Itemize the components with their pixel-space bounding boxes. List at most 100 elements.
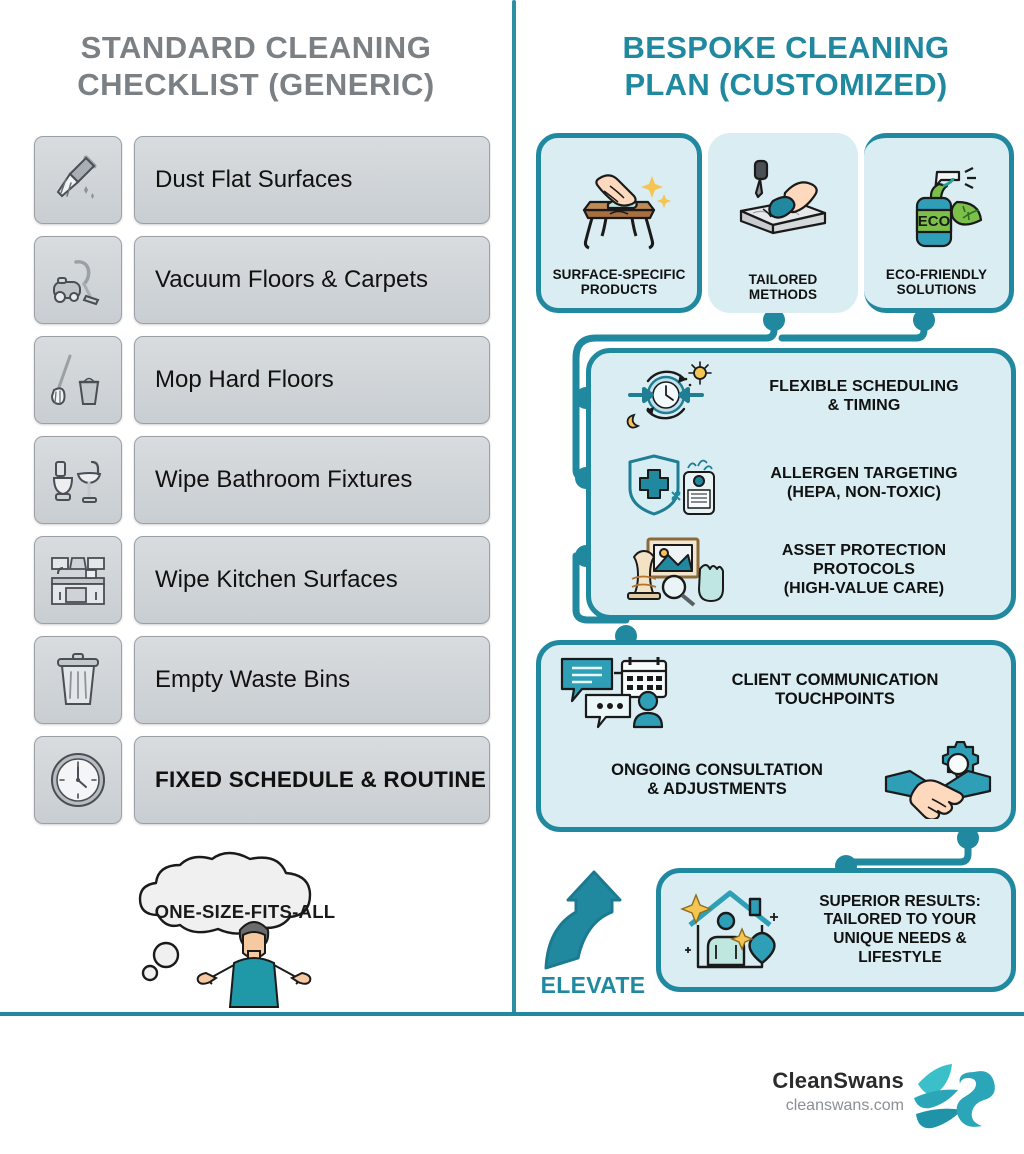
- feature-line2: & TIMING: [827, 396, 901, 414]
- panel-plan-features: FLEXIBLE SCHEDULING & TIMING: [586, 348, 1016, 620]
- curved-up-arrow-icon: [544, 870, 622, 970]
- panel-client-engagement: CLIENT COMMUNICATION TOUCHPOINTS ONGOING…: [536, 640, 1016, 832]
- shield-air-purifier-icon: [615, 446, 727, 522]
- right-column: BESPOKE CLEANING PLAN (CUSTOMIZED): [516, 0, 1024, 1012]
- client-line2: & ADJUSTMENTS: [647, 780, 787, 798]
- mop-bucket-icon: [34, 336, 122, 424]
- swan-logo-icon: [910, 1060, 1002, 1143]
- feature-row-flexible-scheduling[interactable]: FLEXIBLE SCHEDULING & TIMING: [591, 353, 1011, 440]
- one-size-fits-all-illustration: ONE-SIZE-FITS-ALL: [110, 845, 430, 1010]
- card-eco-friendly-solutions[interactable]: ECO ECO-FRIENDLY SOLUTIONS: [864, 133, 1014, 313]
- client-line2: TOUCHPOINTS: [775, 690, 895, 708]
- client-text: ONGOING CONSULTATION & ADJUSTMENTS: [555, 761, 879, 800]
- wall-clock-icon: [34, 736, 122, 824]
- card-caption-line2: SOLUTIONS: [896, 282, 977, 298]
- checklist-item-label: Vacuum Floors & Carpets: [155, 266, 428, 293]
- checklist-item-label: Empty Waste Bins: [155, 666, 351, 693]
- checklist-item-label: Mop Hard Floors: [155, 366, 334, 393]
- feature-row-allergen-targeting[interactable]: ALLERGEN TARGETING (HEPA, NON-TOXIC): [591, 440, 1011, 527]
- top-cards-row: SURFACE-SPECIFIC PRODUCTS: [536, 133, 1020, 313]
- vase-frame-magnifier-glove-icon: [615, 533, 727, 609]
- vacuum-icon: [34, 236, 122, 324]
- shrugging-person-icon: [196, 921, 312, 1008]
- card-caption-line1: SURFACE-SPECIFIC: [552, 266, 686, 282]
- checklist-item-label: FIXED SCHEDULE & ROUTINE: [155, 767, 487, 792]
- toilet-sink-icon: [34, 436, 122, 524]
- broom-icon: [34, 136, 122, 224]
- kitchen-counter-icon: [34, 536, 122, 624]
- final-card-text: SUPERIOR RESULTS: TAILORED TO YOUR UNIQU…: [799, 893, 1001, 967]
- card-caption-line1: TAILORED: [748, 271, 818, 287]
- panel-superior-results[interactable]: SUPERIOR RESULTS: TAILORED TO YOUR UNIQU…: [656, 868, 1016, 992]
- client-line1: ONGOING CONSULTATION: [611, 760, 823, 779]
- horizontal-divider: [0, 1012, 1024, 1016]
- checklist-row: FIXED SCHEDULE & ROUTINE: [34, 736, 490, 824]
- brand-block: CleanSwans cleanswans.com: [772, 1068, 904, 1115]
- card-caption: ECO-FRIENDLY SOLUTIONS: [868, 267, 1005, 298]
- right-title-line1: BESPOKE CLEANING: [622, 30, 950, 65]
- feature-line1: ALLERGEN TARGETING: [770, 464, 958, 482]
- checklist-row: Mop Hard Floors: [34, 336, 490, 424]
- client-line1: CLIENT COMMUNICATION: [731, 670, 939, 689]
- handshake-gear-icon: [879, 741, 997, 819]
- checklist-item-label: Dust Flat Surfaces: [155, 166, 353, 193]
- card-caption-line1: ECO-FRIENDLY: [885, 266, 988, 282]
- right-title-line2: PLAN (CUSTOMIZED): [624, 66, 948, 102]
- feature-line1: FLEXIBLE SCHEDULING: [769, 377, 959, 395]
- footer: CleanSwans cleanswans.com: [0, 1016, 1024, 1154]
- checklist-label-box: Wipe Kitchen Surfaces: [134, 536, 490, 624]
- client-row-communication[interactable]: CLIENT COMMUNICATION TOUCHPOINTS: [541, 645, 1011, 735]
- hand-wiping-table-icon: [560, 158, 678, 263]
- feature-line1: ASSET PROTECTION: [781, 542, 947, 560]
- client-text: CLIENT COMMUNICATION TOUCHPOINTS: [673, 671, 997, 710]
- checklist-row: Vacuum Floors & Carpets: [34, 236, 490, 324]
- final-line3: UNIQUE NEEDS &: [833, 930, 967, 947]
- checklist-item-label: Wipe Bathroom Fixtures: [155, 466, 413, 493]
- clock-sun-moon-arrows-icon: [615, 359, 727, 435]
- client-row-consultation[interactable]: ONGOING CONSULTATION & ADJUSTMENTS: [541, 735, 1011, 825]
- chat-calendar-person-icon: [555, 651, 673, 729]
- brand-url: cleanswans.com: [785, 1097, 904, 1114]
- checklist-label-box: Wipe Bathroom Fixtures: [134, 436, 490, 524]
- trash-bin-icon: [34, 636, 122, 724]
- final-line2: TAILORED TO YOUR: [823, 911, 977, 929]
- final-line1: SUPERIOR RESULTS:: [819, 892, 981, 910]
- checklist-row: Dust Flat Surfaces: [34, 136, 490, 224]
- card-surface-specific-products[interactable]: SURFACE-SPECIFIC PRODUCTS: [536, 133, 702, 313]
- final-line4: LIFESTYLE: [858, 948, 942, 966]
- checklist-row: Empty Waste Bins: [34, 636, 490, 724]
- left-title-line2: CHECKLIST (GENERIC): [77, 66, 435, 102]
- sparkling-home-heart-icon: [671, 881, 799, 979]
- thought-cloud-icon: [138, 851, 312, 935]
- eco-badge-text: ECO: [917, 213, 950, 230]
- checklist-label-box: Empty Waste Bins: [134, 636, 490, 724]
- standard-checklist: Dust Flat Surfaces: [34, 136, 490, 836]
- left-column: STANDARD CLEANING CHECKLIST (GENERIC): [0, 0, 512, 1012]
- elevate-indicator: ELEVATE: [528, 862, 648, 1002]
- feature-text: ASSET PROTECTION PROTOCOLS (HIGH-VALUE C…: [727, 542, 1001, 599]
- vertical-divider: [512, 0, 516, 1014]
- checklist-row: Wipe Bathroom Fixtures: [34, 436, 490, 524]
- left-title-line1: STANDARD CLEANING: [80, 30, 432, 65]
- feature-row-asset-protection[interactable]: ASSET PROTECTION PROTOCOLS (HIGH-VALUE C…: [591, 527, 1011, 614]
- brand-name: CleanSwans: [772, 1068, 904, 1093]
- card-tailored-methods[interactable]: TAILORED METHODS: [708, 133, 858, 313]
- feature-line3: (HIGH-VALUE CARE): [783, 579, 945, 597]
- thought-bubble-text: ONE-SIZE-FITS-ALL: [154, 901, 336, 922]
- dropper-marble-hand-icon: [727, 153, 839, 258]
- elevate-label: ELEVATE: [540, 972, 646, 998]
- feature-line2: PROTOCOLS: [813, 561, 915, 579]
- left-panel-title: STANDARD CLEANING CHECKLIST (GENERIC): [20, 30, 492, 103]
- right-panel-title: BESPOKE CLEANING PLAN (CUSTOMIZED): [576, 30, 996, 103]
- checklist-label-box: Mop Hard Floors: [134, 336, 490, 424]
- feature-text: FLEXIBLE SCHEDULING & TIMING: [727, 378, 1001, 416]
- feature-line2: (HEPA, NON-TOXIC): [787, 483, 941, 501]
- card-caption-line2: PRODUCTS: [580, 282, 658, 298]
- checklist-row: Wipe Kitchen Surfaces: [34, 536, 490, 624]
- checklist-item-label: Wipe Kitchen Surfaces: [155, 566, 398, 593]
- checklist-label-box: Dust Flat Surfaces: [134, 136, 490, 224]
- checklist-label-box: Vacuum Floors & Carpets: [134, 236, 490, 324]
- card-caption: SURFACE-SPECIFIC PRODUCTS: [545, 267, 693, 298]
- feature-text: ALLERGEN TARGETING (HEPA, NON-TOXIC): [727, 465, 1001, 503]
